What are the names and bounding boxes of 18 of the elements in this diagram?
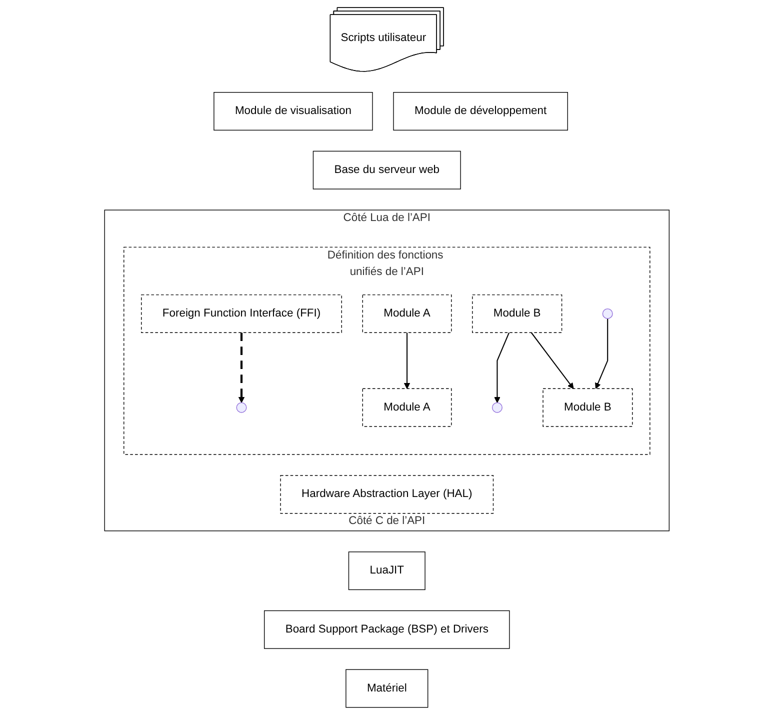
arrow [404, 332, 410, 389]
node-box: Module A [362, 388, 452, 427]
arrow [595, 318, 608, 389]
arrow [494, 332, 510, 403]
node-box: Module A [362, 294, 452, 333]
node-box: Module B [472, 294, 562, 333]
arrow [238, 332, 245, 403]
node-box: Foreign Function Interface (FFI) [141, 294, 342, 333]
node-box: LuaJIT [348, 552, 426, 590]
node-box: Module B [542, 388, 633, 427]
arrow [531, 332, 574, 389]
node-box: Module de visualisation [214, 92, 373, 131]
node-box: Board Support Package (BSP) et Drivers [264, 610, 510, 649]
node-box: Module de développement [393, 92, 568, 131]
node-box: Hardware Abstraction Layer (HAL) [280, 475, 494, 514]
node-box: Base du serveur web [312, 150, 462, 190]
node-box: Matériel [346, 669, 428, 708]
group-footer-label: Côté C de l’API [348, 514, 426, 527]
